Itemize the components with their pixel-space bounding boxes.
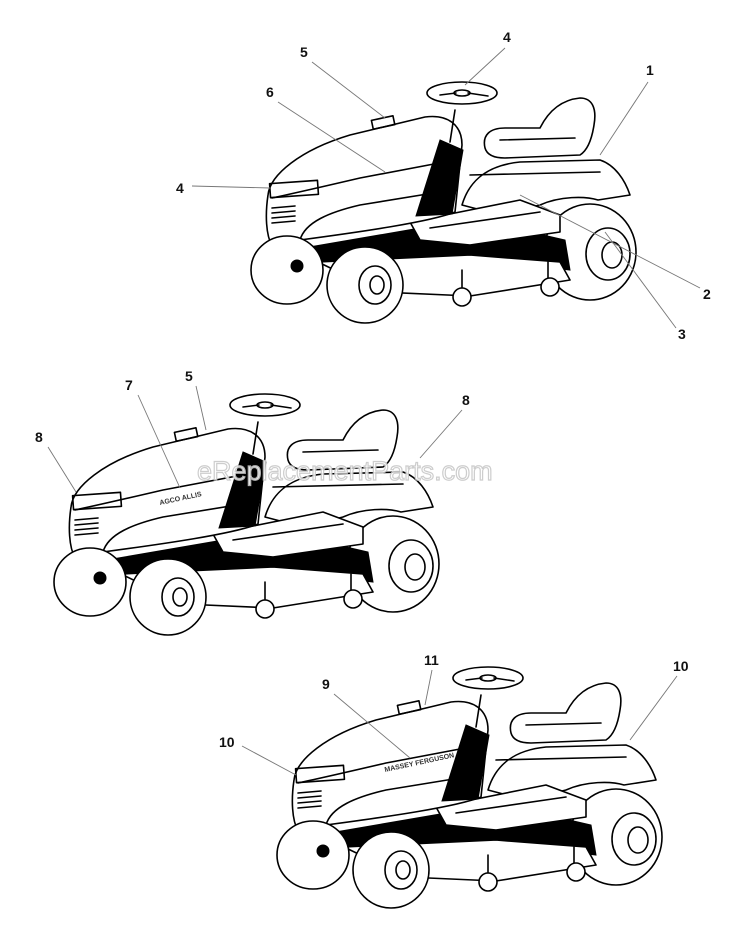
callout-8: 8 <box>35 429 43 445</box>
leader-lines <box>47 385 463 493</box>
callout-10: 10 <box>219 734 235 750</box>
callout-8: 8 <box>462 392 470 408</box>
callout-3: 3 <box>678 326 686 342</box>
callout-2: 2 <box>703 286 711 302</box>
watermark: eReplacementParts.com <box>197 456 493 486</box>
tractor-view-middle: AGCO ALLIS 7 5 8 8 <box>35 368 470 636</box>
callout-7: 7 <box>125 377 133 393</box>
callout-1: 1 <box>646 62 654 78</box>
callout-10: 10 <box>673 658 689 674</box>
callout-5: 5 <box>300 44 308 60</box>
leader-lines <box>191 47 701 329</box>
callout-4: 4 <box>503 29 511 45</box>
tractor-illustration <box>250 81 637 324</box>
leader-lines <box>241 669 678 776</box>
callout-6: 6 <box>266 84 274 100</box>
callout-9: 9 <box>322 676 330 692</box>
callout-5: 5 <box>185 368 193 384</box>
callout-4: 4 <box>176 180 184 196</box>
tractor-view-top: 5 4 6 4 1 2 3 <box>176 29 711 342</box>
tractor-view-bottom: MASSEY FERGUSON 11 9 10 10 <box>219 652 689 909</box>
tractor-illustration <box>276 666 663 909</box>
tractor-illustration <box>53 393 440 636</box>
callout-11: 11 <box>424 652 439 668</box>
